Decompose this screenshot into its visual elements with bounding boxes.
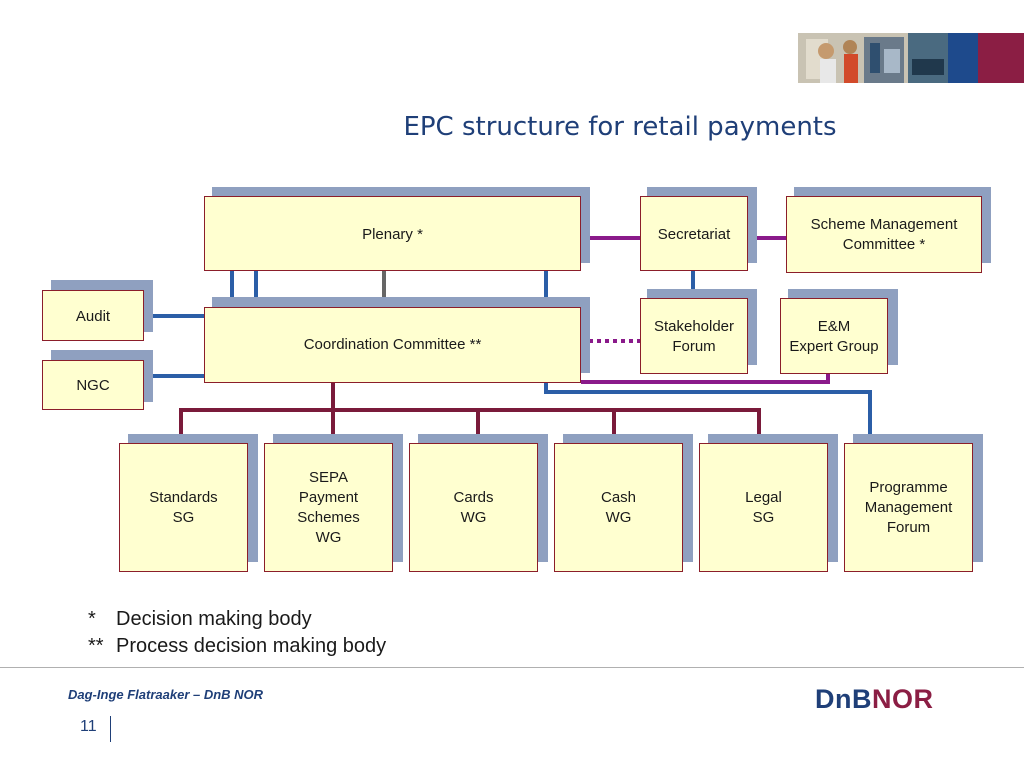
sepa-schemes-wg-box: SEPA Payment Schemes WG <box>264 443 393 572</box>
cash-wg-box: Cash WG <box>554 443 683 572</box>
legend-item-process: ** Process decision making body <box>88 635 386 658</box>
legend-mark: * <box>88 608 96 630</box>
programme-management-forum-box: Programme Management Forum <box>844 443 973 572</box>
stakeholder-forum-box: Stakeholder Forum <box>640 298 748 374</box>
sepa-schemes-wg-label: SEPA Payment Schemes WG <box>297 469 360 546</box>
scheme-management-box: Scheme Management Committee * <box>786 196 982 273</box>
secretariat-box: Secretariat <box>640 196 748 271</box>
cards-wg-label: Cards WG <box>453 489 494 526</box>
ngc-label: NGC <box>76 377 110 394</box>
dnb-nor-logo: DnBNOR <box>815 684 934 715</box>
cash-wg-label: Cash WG <box>600 489 637 526</box>
stakeholder-forum-label: Stakeholder Forum <box>653 318 735 355</box>
line-coord-em <box>581 373 830 384</box>
cards-wg-box: Cards WG <box>409 443 538 572</box>
legal-sg-box: Legal SG <box>699 443 828 572</box>
legal-sg-label: Legal SG <box>745 489 782 526</box>
legend-mark: ** <box>88 635 104 657</box>
audit-label: Audit <box>75 308 111 325</box>
coordination-committee-label: Coordination Committee ** <box>303 336 482 353</box>
header-photo-strip <box>798 33 1024 83</box>
secretariat-label: Secretariat <box>657 226 731 243</box>
programme-management-forum-label: Programme Management Forum <box>864 479 953 536</box>
page-title: EPC structure for retail payments <box>403 112 837 142</box>
scheme-management-label: Scheme Management Committee * <box>810 216 958 253</box>
ngc-box: NGC <box>42 360 144 410</box>
line-coord-pmf <box>544 382 872 444</box>
standards-sg-box: Standards SG <box>119 443 248 572</box>
logo-part-dnb: DnB <box>815 684 872 714</box>
page-number-divider <box>110 716 111 742</box>
audit-box: Audit <box>42 290 144 341</box>
plenary-box: Plenary * <box>204 196 581 271</box>
logo-part-nor: NOR <box>872 684 934 714</box>
legend-text: Decision making body <box>116 608 312 630</box>
footer-author: Dag-Inge Flatraaker – DnB NOR <box>68 687 264 702</box>
legend-text: Process decision making body <box>116 635 387 657</box>
standards-sg-label: Standards SG <box>149 489 218 526</box>
em-expert-group-label: E&M Expert Group <box>789 318 879 355</box>
footer-divider <box>0 667 1024 668</box>
legend-item-decision: * Decision making body <box>88 608 312 631</box>
page-number: 11 <box>80 718 97 735</box>
coordination-committee-box: Coordination Committee ** <box>204 307 581 383</box>
em-expert-group-box: E&M Expert Group <box>780 298 888 374</box>
plenary-label: Plenary * <box>362 226 423 243</box>
